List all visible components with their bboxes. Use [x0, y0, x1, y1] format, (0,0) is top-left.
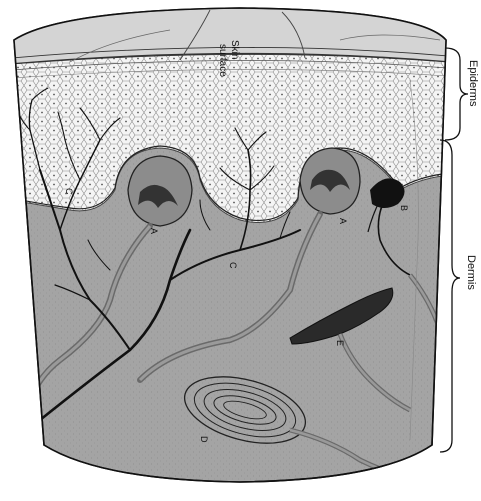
label-d: D: [199, 436, 209, 443]
skin-surface-label-line1: Skin: [229, 40, 240, 59]
dermis-bracket: [440, 140, 460, 452]
label-c-upper: C: [64, 188, 74, 195]
dermis-label: Dermis: [465, 255, 477, 290]
label-c-lower: C: [228, 262, 238, 269]
epidermis-label: Epiderms: [467, 60, 479, 107]
label-e: E: [335, 340, 345, 346]
epidermis-bracket: [445, 48, 468, 140]
label-a-right: A: [338, 218, 348, 224]
skin-surface-label-line2: surface: [217, 44, 228, 77]
label-a-left: A: [149, 228, 159, 234]
label-b: B: [399, 205, 409, 211]
